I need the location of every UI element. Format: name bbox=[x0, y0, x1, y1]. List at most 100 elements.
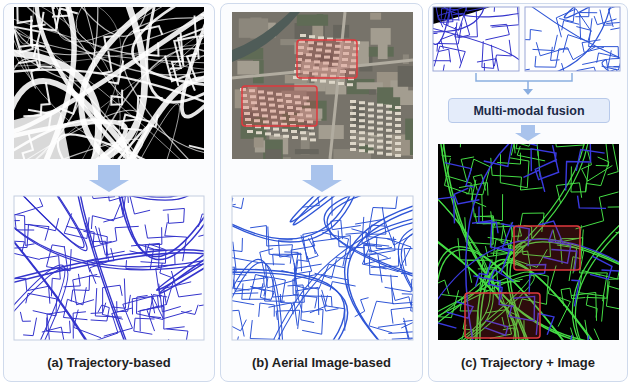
building bbox=[269, 104, 275, 107]
road-line bbox=[20, 312, 31, 321]
road-line bbox=[533, 35, 558, 51]
building bbox=[341, 64, 347, 67]
road-line bbox=[608, 144, 619, 175]
terrain-patch bbox=[237, 61, 259, 75]
building bbox=[291, 130, 297, 133]
road-line bbox=[492, 194, 503, 248]
road-line bbox=[157, 251, 204, 290]
road-line bbox=[369, 237, 398, 277]
building bbox=[258, 90, 264, 93]
road-line bbox=[47, 317, 71, 332]
building bbox=[317, 42, 323, 45]
image-ground bbox=[433, 7, 519, 71]
building bbox=[315, 54, 321, 57]
road-line bbox=[503, 225, 531, 269]
terrain-patch bbox=[265, 149, 281, 159]
road-line bbox=[401, 318, 413, 340]
road-line bbox=[575, 224, 619, 340]
road-line bbox=[17, 7, 54, 9]
road-line bbox=[23, 82, 49, 116]
road-line bbox=[156, 254, 175, 298]
building bbox=[359, 137, 365, 140]
road-line bbox=[303, 229, 340, 261]
road-line bbox=[40, 256, 61, 297]
building bbox=[368, 102, 374, 105]
road-line bbox=[14, 268, 68, 340]
building bbox=[304, 65, 310, 68]
building bbox=[281, 123, 287, 126]
road-line bbox=[543, 230, 570, 263]
road-line bbox=[64, 274, 81, 287]
road-line bbox=[571, 280, 579, 306]
road-line bbox=[197, 33, 204, 59]
building bbox=[309, 132, 315, 135]
road-line bbox=[14, 43, 204, 66]
road-line bbox=[579, 251, 607, 301]
road-line bbox=[452, 13, 469, 37]
road-line bbox=[172, 33, 183, 86]
road-line bbox=[586, 295, 597, 318]
building bbox=[308, 41, 314, 44]
road-line bbox=[433, 33, 451, 60]
road-line bbox=[14, 122, 126, 159]
road-line bbox=[28, 110, 51, 131]
panel-box: (a) Trajectory-based bbox=[3, 3, 215, 382]
building bbox=[300, 131, 306, 134]
terrain-patch bbox=[378, 37, 388, 59]
road-line bbox=[95, 288, 121, 317]
building bbox=[350, 65, 356, 68]
road-line bbox=[165, 222, 187, 261]
terrain-patch bbox=[398, 66, 413, 87]
building bbox=[297, 113, 303, 116]
road-line bbox=[91, 305, 110, 321]
road-line bbox=[526, 264, 546, 294]
road-line bbox=[73, 274, 98, 304]
road-line bbox=[117, 295, 131, 312]
building bbox=[297, 52, 303, 55]
road-line bbox=[46, 245, 71, 271]
building bbox=[368, 132, 374, 135]
building bbox=[316, 48, 322, 51]
terrain-patch bbox=[410, 132, 413, 155]
building bbox=[253, 113, 259, 116]
road-line bbox=[594, 16, 616, 25]
road-line bbox=[474, 59, 499, 71]
road-line bbox=[288, 285, 305, 302]
building bbox=[320, 80, 326, 83]
road-line bbox=[104, 196, 126, 214]
building bbox=[359, 131, 365, 134]
building bbox=[395, 130, 401, 133]
terrain-patch bbox=[317, 66, 345, 75]
building bbox=[326, 44, 332, 47]
road-line bbox=[14, 218, 59, 248]
road-line bbox=[582, 150, 613, 181]
building bbox=[323, 62, 329, 65]
building bbox=[350, 124, 356, 127]
building bbox=[332, 63, 338, 66]
terrain-patch bbox=[240, 48, 264, 60]
road-line bbox=[438, 12, 451, 27]
building bbox=[335, 45, 341, 48]
highlight-box bbox=[514, 226, 580, 270]
road-line bbox=[115, 126, 149, 159]
road-line bbox=[14, 81, 138, 159]
building bbox=[294, 70, 300, 73]
building bbox=[386, 141, 392, 144]
road-line bbox=[232, 293, 258, 310]
building bbox=[377, 116, 383, 119]
road-line bbox=[461, 157, 474, 182]
building bbox=[368, 150, 374, 153]
building bbox=[306, 53, 312, 56]
terrain-patch bbox=[377, 87, 393, 104]
building bbox=[377, 140, 383, 143]
terrain-patch bbox=[290, 119, 311, 132]
terrain-patch bbox=[251, 23, 275, 38]
trajectory-blob bbox=[14, 108, 70, 159]
road-line bbox=[438, 194, 490, 340]
road-line bbox=[19, 196, 84, 248]
road-line bbox=[525, 29, 542, 61]
building bbox=[334, 51, 340, 54]
road-line bbox=[250, 320, 275, 339]
building bbox=[351, 59, 357, 62]
building bbox=[377, 152, 383, 155]
